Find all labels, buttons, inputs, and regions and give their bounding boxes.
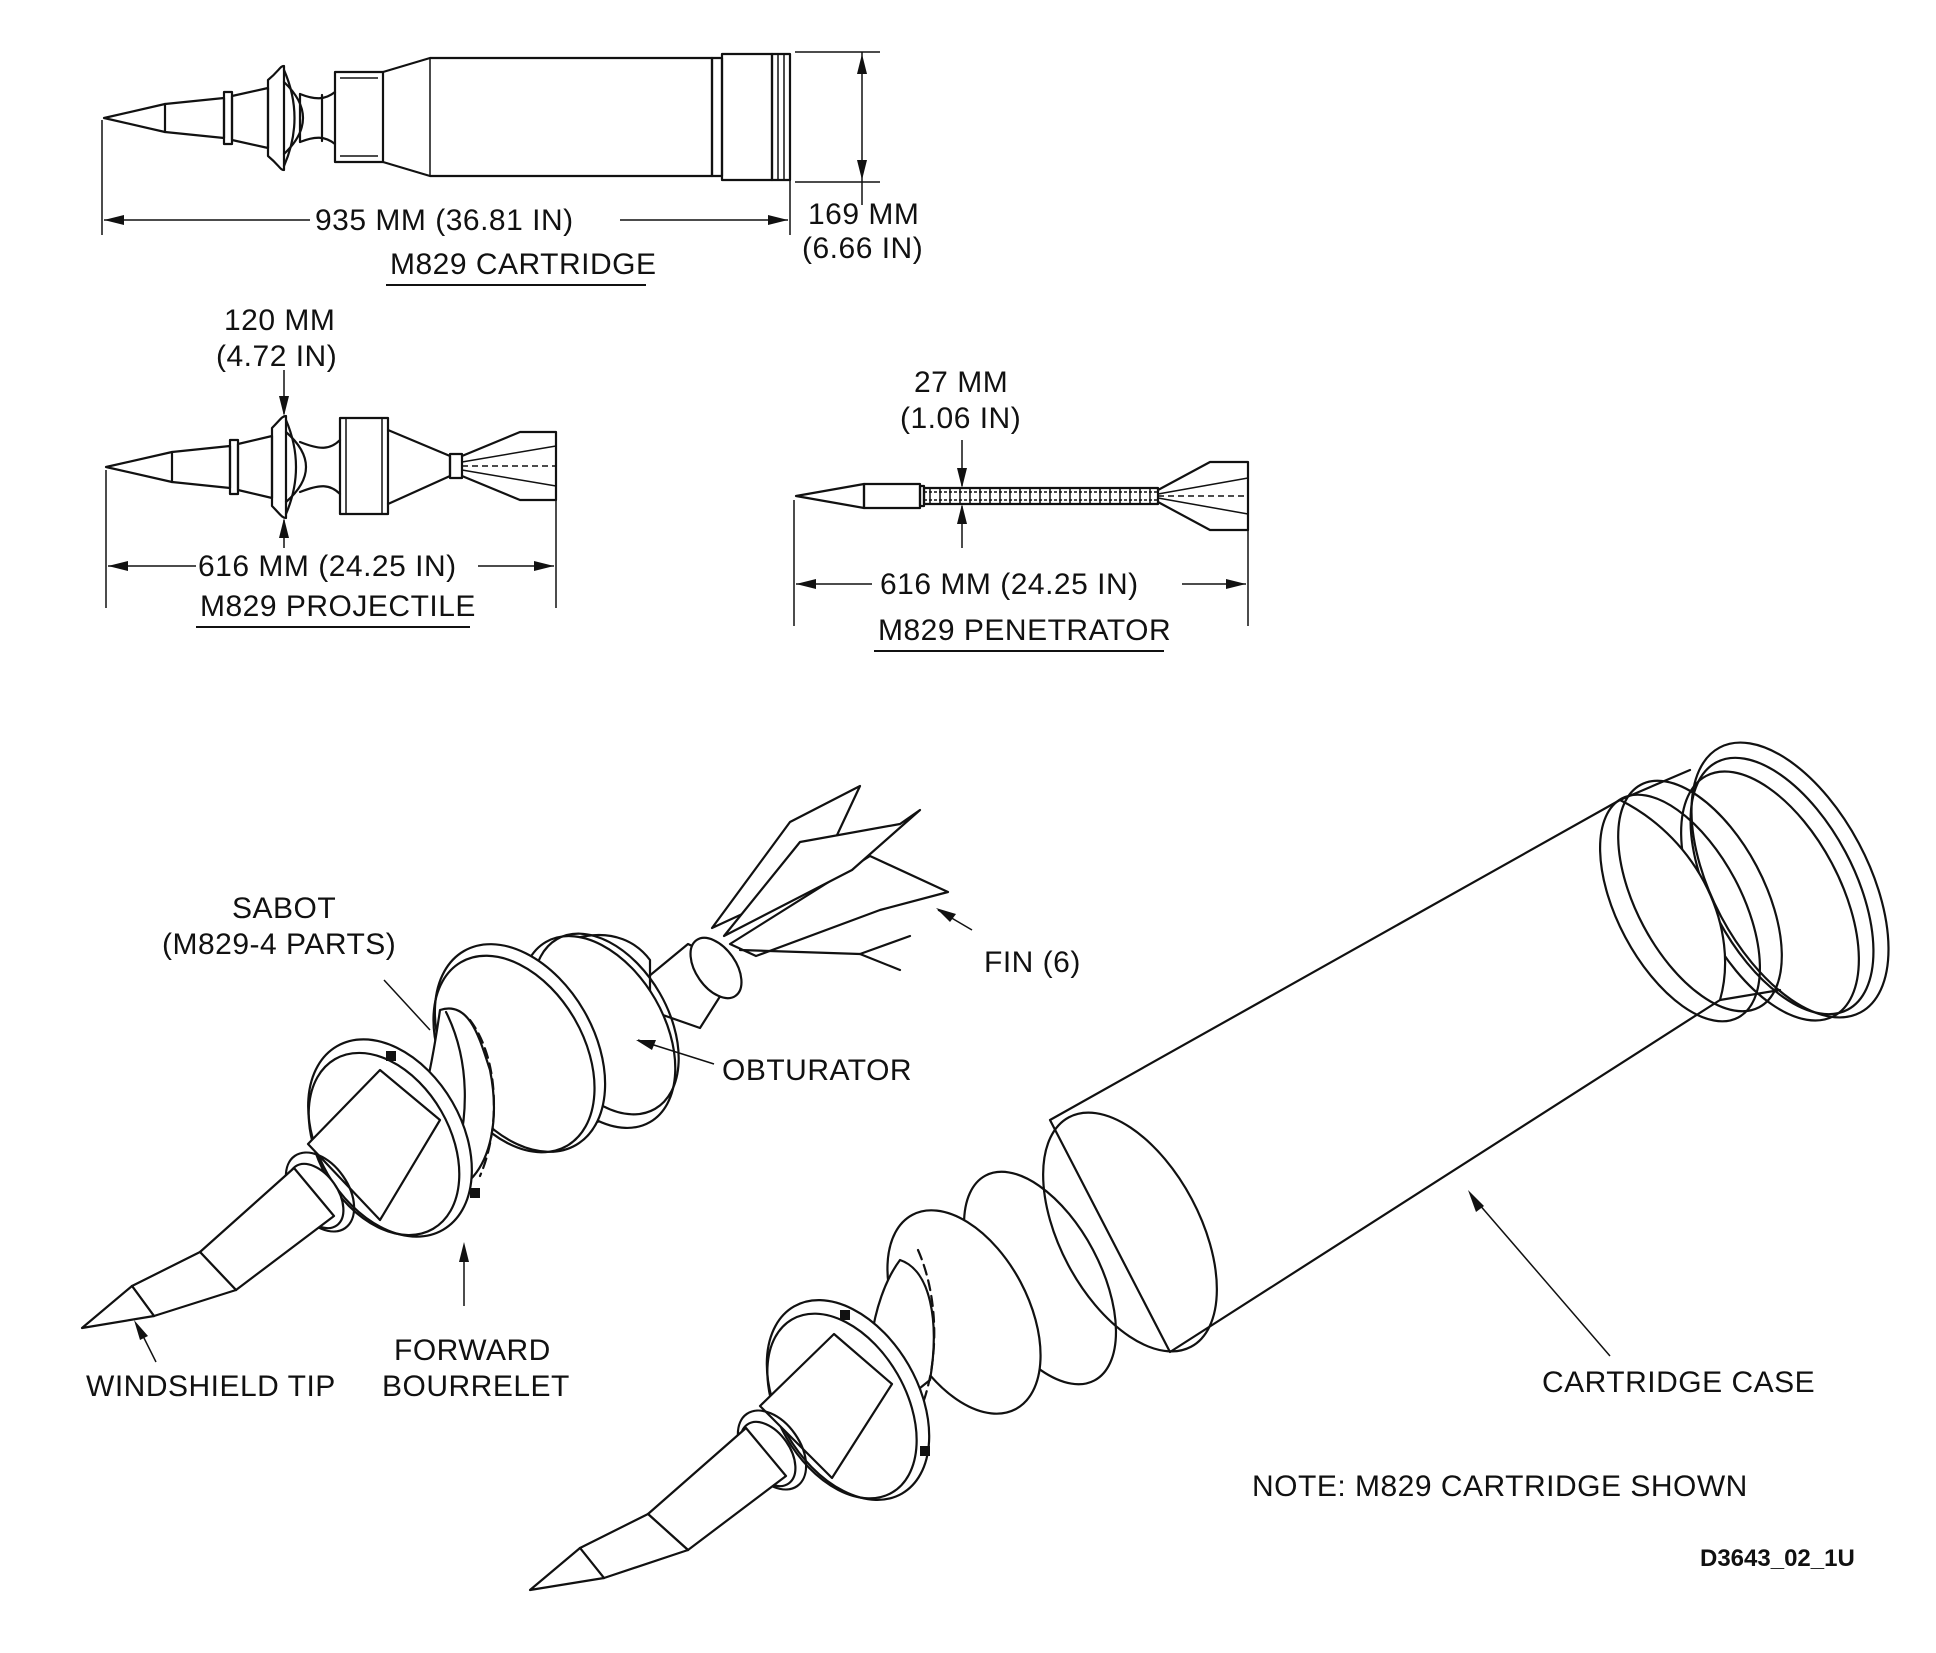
note-text: NOTE: M829 CARTRIDGE SHOWN	[1252, 1470, 1748, 1503]
windshield-tip-label: WINDSHIELD TIP	[86, 1370, 336, 1403]
forward-bourrelet-label-line1: FORWARD	[394, 1334, 551, 1367]
projectile-side-view	[104, 370, 558, 608]
projectile-isometric	[80, 784, 973, 1363]
cartridge-diameter-mm-label: 169 MM	[808, 198, 919, 231]
cartridge-title: M829 CARTRIDGE	[390, 248, 657, 281]
penetrator-side-view	[793, 440, 1250, 626]
penetrator-diameter-in-label: (1.06 IN)	[900, 402, 1021, 435]
drawing-code: D3643_02_1U	[1700, 1545, 1855, 1572]
sabot-label-line1: SABOT	[232, 892, 336, 925]
sabot-label-line2: (M829-4 PARTS)	[162, 928, 396, 961]
penetrator-length-label: 616 MM (24.25 IN)	[880, 568, 1139, 601]
cartridge-length-label: 935 MM (36.81 IN)	[315, 204, 574, 237]
cartridge-side-view	[101, 51, 880, 235]
cartridge-diameter-in-label: (6.66 IN)	[802, 232, 923, 265]
projectile-title: M829 PROJECTILE	[200, 590, 476, 623]
cartridge-case-label: CARTRIDGE CASE	[1542, 1366, 1815, 1399]
forward-bourrelet-label-line2: BOURRELET	[382, 1370, 570, 1403]
cartridge-isometric	[528, 741, 1890, 1592]
projectile-length-label: 616 MM (24.25 IN)	[198, 550, 457, 583]
penetrator-title: M829 PENETRATOR	[878, 614, 1171, 647]
projectile-diameter-mm-label: 120 MM	[224, 304, 335, 337]
penetrator-diameter-mm-label: 27 MM	[914, 366, 1008, 399]
obturator-label: OBTURATOR	[722, 1054, 912, 1087]
fin-label: FIN (6)	[984, 946, 1081, 979]
projectile-diameter-in-label: (4.72 IN)	[216, 340, 337, 373]
